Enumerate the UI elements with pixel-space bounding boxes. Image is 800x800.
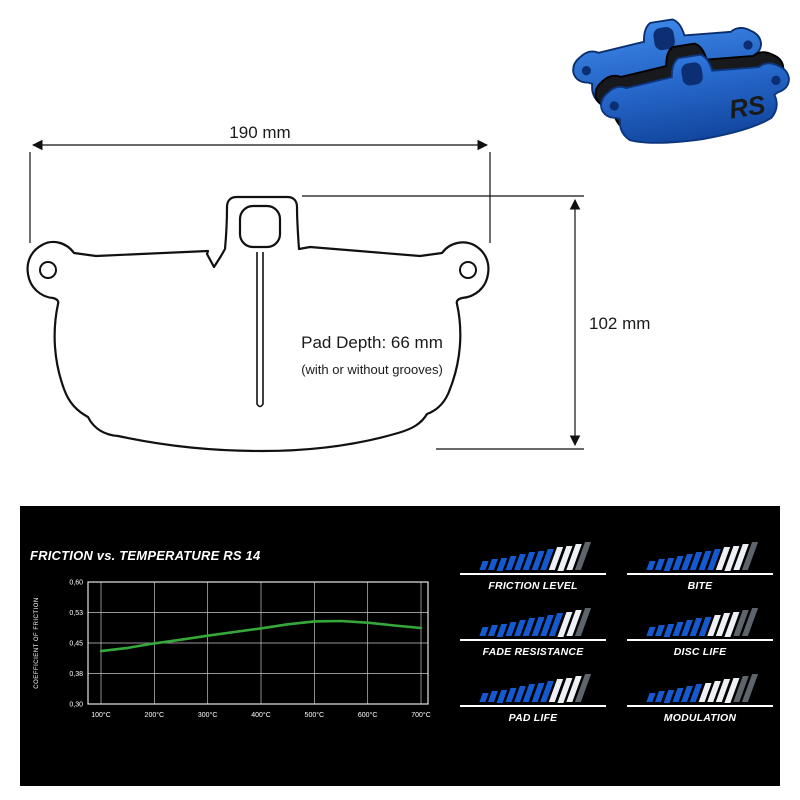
front-pad-lug-hole [681, 62, 703, 86]
rating-segment [645, 693, 656, 702]
center-groove [256, 252, 264, 408]
back-pad-ear-hole [581, 66, 592, 76]
height-dimension [302, 195, 584, 450]
front-pad: RS [594, 40, 798, 155]
rating-segment [478, 627, 489, 636]
rating-segment [487, 625, 498, 636]
x-tick-label: 500°C [305, 711, 325, 719]
rating-underline [460, 573, 606, 575]
back-pad [566, 5, 770, 120]
back-pad-ear-hole [743, 40, 753, 50]
rating-label: FRICTION LEVEL [488, 580, 578, 592]
x-tick-label: 200°C [145, 711, 165, 719]
rating-underline [460, 705, 606, 707]
rating-label: MODULATION [663, 712, 737, 724]
rating-bars [460, 538, 606, 570]
y-tick-label: 0,60 [69, 580, 83, 587]
ratings-grid: FRICTION LEVEL BITE FADE RESISTANCE DISC LI… [460, 538, 773, 724]
rating-segment [487, 559, 498, 570]
rating-fade-resistance: FADE RESISTANCE [460, 604, 606, 658]
rating-bars [627, 670, 773, 702]
rating-underline [627, 573, 773, 575]
rating-bars [627, 604, 773, 636]
pad-outline [26, 195, 490, 453]
y-tick-label: 0,45 [69, 641, 83, 648]
left-ear-hole [39, 261, 57, 279]
rating-label: PAD LIFE [508, 712, 558, 724]
rating-bars [627, 538, 773, 570]
rating-segment [645, 561, 656, 570]
plot-border [87, 581, 429, 705]
width-dimension-label: 190 mm [229, 123, 290, 142]
rating-label: BITE [687, 580, 713, 592]
x-tick-label: 300°C [198, 711, 218, 719]
rating-segment [654, 691, 665, 702]
pad-depth-label: Pad Depth: 66 mm [301, 333, 443, 352]
width-dimension [29, 139, 491, 243]
rating-bars [460, 670, 606, 702]
chart-title: FRICTION vs. TEMPERATURE RS 14 [30, 548, 261, 563]
rating-pad-life: PAD LIFE [460, 670, 606, 724]
rating-bars [460, 604, 606, 636]
front-pad-ear-hole [771, 75, 781, 86]
rating-underline [627, 639, 773, 641]
friction-curve [99, 619, 423, 653]
rating-bite: BITE [627, 538, 773, 592]
y-tick-label: 0,30 [69, 702, 83, 709]
pad-backplate-outline [26, 195, 490, 453]
front-pad-ear-hole [609, 101, 619, 111]
rating-friction-level: FRICTION LEVEL [460, 538, 606, 592]
right-ear-hole [459, 261, 477, 279]
rating-segment [478, 561, 489, 570]
rating-segment [487, 691, 498, 702]
center-lug-hole [238, 204, 282, 249]
x-tick-label: 100°C [91, 711, 111, 719]
rating-underline [627, 705, 773, 707]
rating-segment [478, 693, 489, 702]
rating-disc-life: DISC LIFE [627, 604, 773, 658]
rating-underline [460, 639, 606, 641]
friction-temperature-chart: 100°C 200°C 300°C 400°C 500°C 600°C 700°C 0,60 0… [34, 580, 431, 720]
technical-drawing: RS 190 mm 102 mm Pad Depth: 66 mm (with … [26, 5, 798, 453]
height-dimension-label: 102 mm [589, 314, 650, 333]
y-axis-title: COEFFICIENT OF FRICTION [34, 597, 40, 688]
x-tick-label: 700°C [411, 711, 431, 719]
rating-label: DISC LIFE [673, 646, 727, 658]
x-tick-label: 400°C [251, 711, 271, 719]
rating-modulation: MODULATION [627, 670, 773, 724]
back-pad-lug-hole [653, 27, 675, 51]
grooves-note: (with or without grooves) [301, 362, 443, 377]
rating-segment [654, 625, 665, 636]
y-tick-label: 0,53 [69, 610, 83, 617]
rating-segment [645, 627, 656, 636]
rating-label: FADE RESISTANCE [482, 646, 584, 658]
rating-segment [654, 559, 665, 570]
brake-pads-photo: RS [566, 5, 798, 155]
x-tick-label: 600°C [358, 711, 378, 719]
performance-panel: FRICTION vs. TEMPERATURE RS 14 100°C 200°… [20, 506, 780, 786]
rs-logo: RS [727, 89, 768, 124]
y-tick-label: 0,38 [69, 671, 83, 678]
